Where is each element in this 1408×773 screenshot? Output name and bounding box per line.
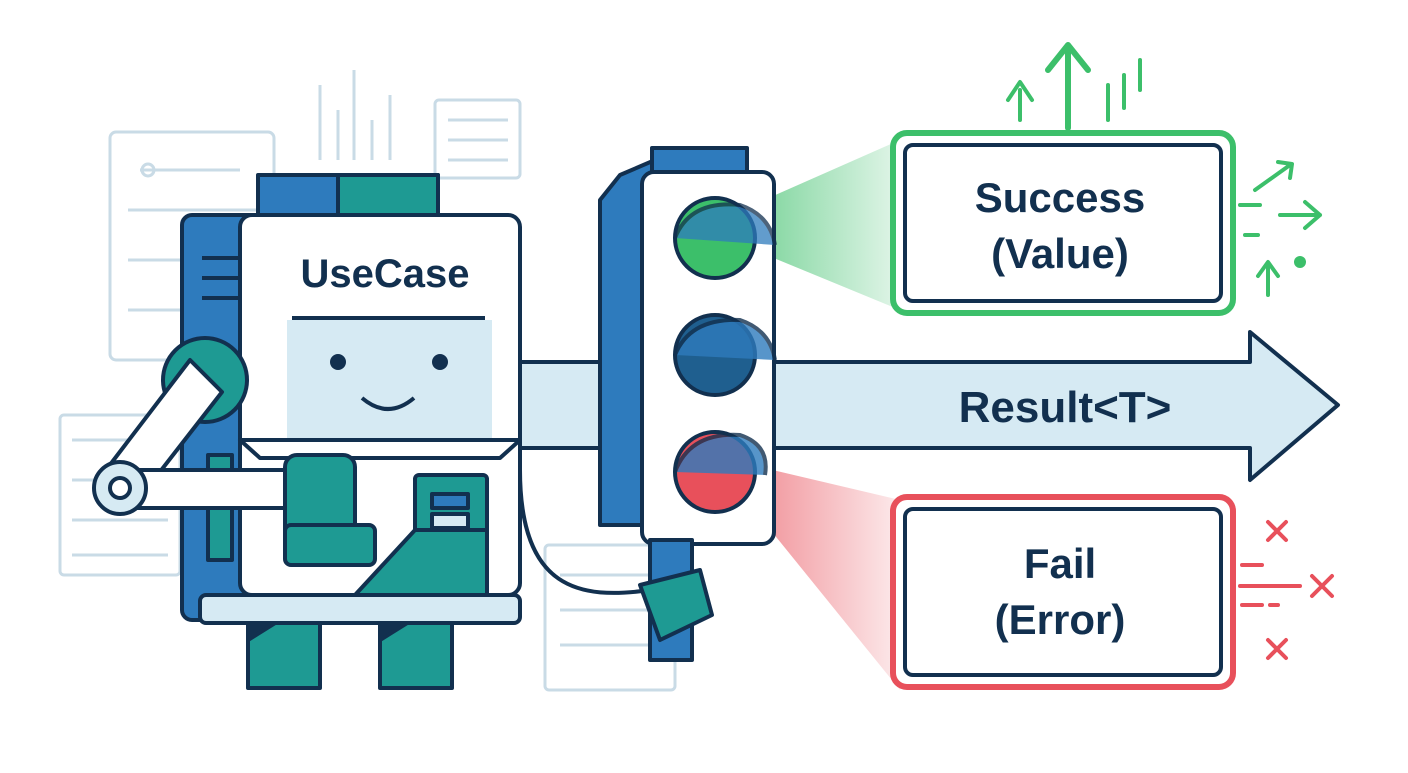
robot-left-eye xyxy=(330,354,346,370)
green-light-beam xyxy=(730,140,900,310)
usecase-robot: UseCase xyxy=(92,173,522,690)
background-card xyxy=(433,98,522,180)
robot-right-eye xyxy=(432,354,448,370)
close-icon xyxy=(1310,574,1334,598)
right-arrow-icon xyxy=(1238,200,1322,230)
robot-smile xyxy=(360,396,416,411)
up-arrow-icon xyxy=(1256,260,1280,297)
success-side-arrows xyxy=(1238,160,1322,297)
traffic-light xyxy=(598,146,777,662)
close-icon xyxy=(1266,520,1288,542)
fail-x-marks xyxy=(1238,520,1334,660)
up-arrow-icon xyxy=(1006,80,1034,122)
result-arrow-label: Result<T> xyxy=(959,383,1172,432)
robot-face-screen xyxy=(287,320,492,440)
success-box-subtitle: (Value) xyxy=(991,230,1129,277)
robot-label: UseCase xyxy=(300,252,469,296)
connection-cable xyxy=(518,469,651,595)
close-icon xyxy=(1266,638,1288,660)
success-up-arrows xyxy=(1006,42,1142,131)
up-arrow-icon xyxy=(1045,42,1091,131)
success-box-title: Success xyxy=(975,174,1145,221)
fail-box-subtitle: (Error) xyxy=(995,596,1126,643)
up-right-arrow-icon xyxy=(1253,160,1294,192)
traffic-light-hand xyxy=(638,568,714,642)
fail-box-title: Fail xyxy=(1024,540,1096,587)
success-box: Success (Value) xyxy=(890,130,1236,316)
fail-box: Fail (Error) xyxy=(890,494,1236,690)
